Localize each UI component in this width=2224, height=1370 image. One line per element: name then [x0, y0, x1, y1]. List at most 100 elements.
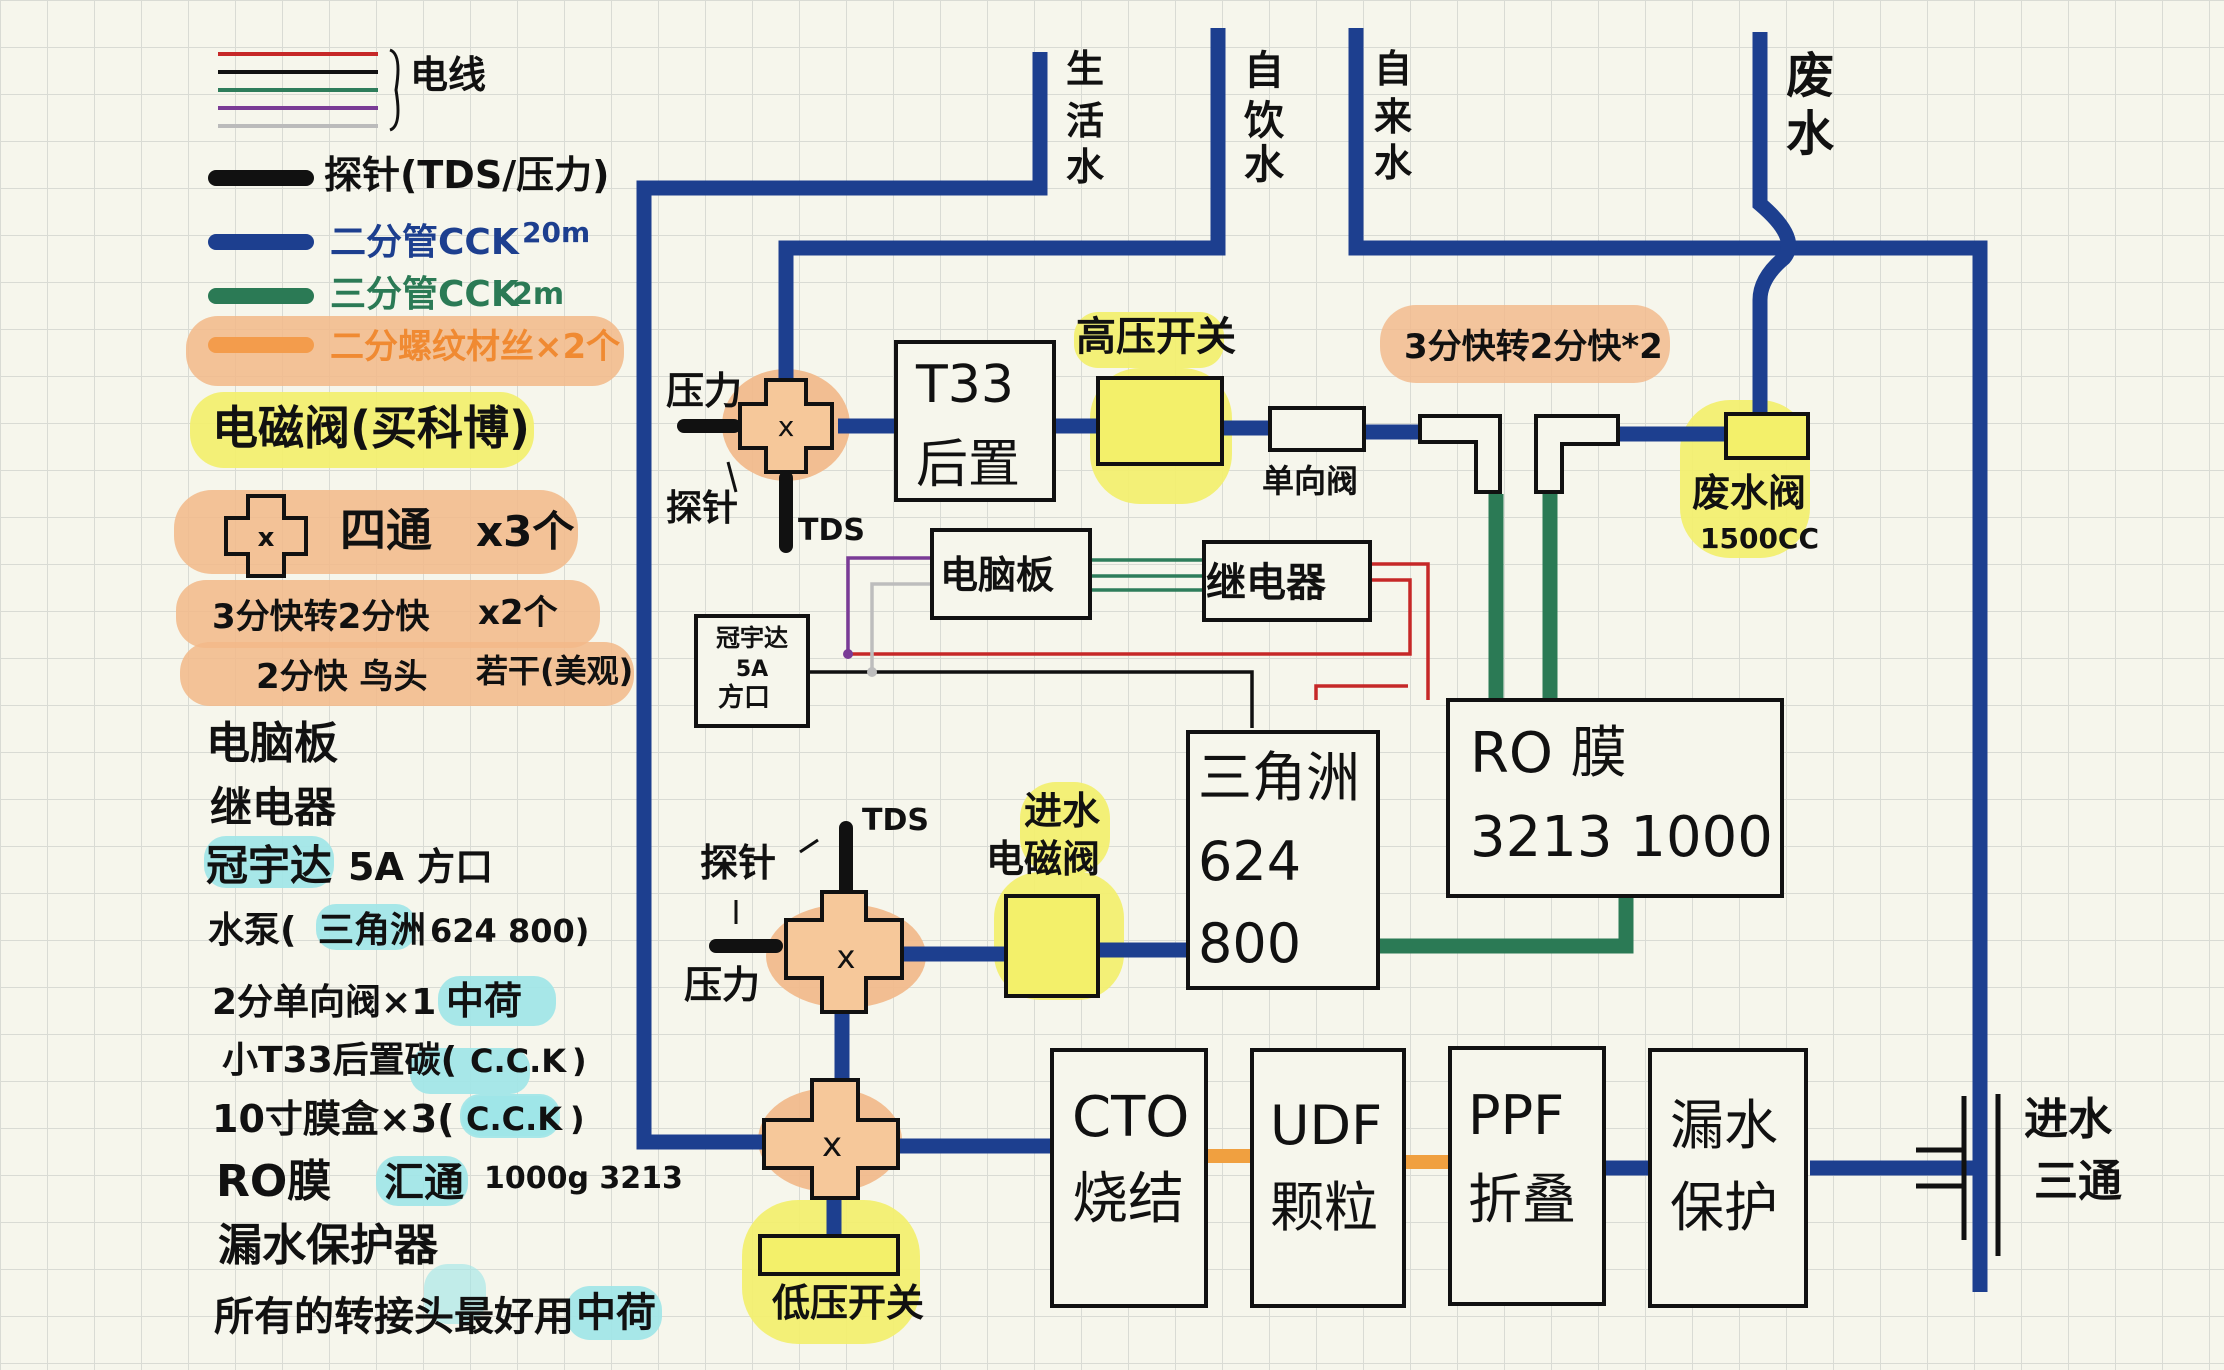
- high-pressure-switch-label: 高压开关: [1076, 314, 1236, 360]
- legend-cross-label: 四通: [340, 503, 432, 557]
- green-pipes: [1378, 494, 1634, 954]
- legend-pipe2-length: 20m: [522, 216, 590, 249]
- outlet-labels: 生 活 水 自 饮 水 自 来 水 废 水: [1066, 47, 1835, 189]
- inlet-tee-label-1: 进水: [2024, 1094, 2113, 1145]
- cto-filter-box: [1050, 1048, 1208, 1308]
- parts-power-brand: 冠宇达: [206, 841, 332, 890]
- legend-lines: x: [208, 48, 400, 578]
- power-supply-box: [694, 614, 810, 728]
- ppf-filter-box: [1448, 1046, 1606, 1306]
- parts-housing-b: ): [570, 1100, 585, 1138]
- parts-check-valve: 2分单向阀×1: [212, 982, 436, 1023]
- outlet-tap-3: 水: [1374, 141, 1413, 185]
- legend-quick-count: x2个: [478, 593, 558, 633]
- inlet-valve-label-1: 进水: [1024, 789, 1101, 833]
- ro-membrane-spec: 3213 1000: [1470, 805, 1773, 870]
- legend-solenoid-label: 电磁阀(买科博): [212, 401, 530, 455]
- inlet-solenoid-valve-box: [1004, 894, 1100, 998]
- parts-carbon-b: ): [572, 1042, 587, 1080]
- power-supply-brand: 冠宇达: [716, 624, 788, 652]
- parts-leak: 漏水保护器: [218, 1220, 439, 1271]
- cto-title: CTO: [1072, 1085, 1189, 1150]
- outlet-waste-2: 水: [1786, 106, 1835, 162]
- inlet-tee-label-2: 三通: [2034, 1156, 2122, 1207]
- cross-fitting-top: x: [738, 378, 834, 474]
- svg-text:x: x: [837, 938, 856, 976]
- parts-fittings: 所有的转接头最好用: [214, 1294, 574, 1340]
- legend-quick2-count: 若干(美观): [476, 652, 633, 690]
- leak-protector-title: 漏水: [1670, 1094, 1778, 1157]
- parts-check-brand: 中荷: [446, 979, 522, 1023]
- wires: [808, 556, 1430, 728]
- parts-housing-a: 10寸膜盒×3(: [212, 1097, 455, 1141]
- probe-label-middle: 探针: [700, 841, 776, 885]
- tds-label-top: TDS: [798, 513, 865, 548]
- svg-text:x: x: [778, 410, 795, 443]
- outlet-living-1: 生: [1066, 47, 1104, 91]
- parts-ro-brand: 汇通: [384, 1160, 464, 1206]
- parts-ro-a: RO膜: [216, 1156, 331, 1207]
- parts-relay: 继电器: [210, 783, 337, 832]
- legend-cross-count: x3个: [476, 507, 574, 556]
- parts-power-spec: 5A 方口: [348, 845, 493, 889]
- legend-thread-label: 二分螺纹材丝×2个: [330, 327, 620, 367]
- power-supply-amps: 5A: [736, 657, 768, 682]
- parts-pump-a: 水泵(: [208, 910, 296, 951]
- outlet-tap-1: 自: [1374, 47, 1412, 91]
- legend-cross-icon: x: [224, 494, 308, 578]
- pump-spec: 800: [1198, 912, 1301, 975]
- probes: [677, 419, 853, 953]
- power-supply-type: 方口: [718, 682, 770, 713]
- waste-valve-box: [1724, 412, 1810, 460]
- low-pressure-switch-box: [758, 1234, 900, 1276]
- check-valve-label: 单向阀: [1262, 462, 1358, 500]
- t33-carbon-box: [894, 340, 1056, 502]
- computer-board-label: 电脑板: [940, 553, 1054, 597]
- parts-pump-b: 624 800): [430, 912, 589, 950]
- cross-fitting-bottom: x: [762, 1078, 900, 1200]
- ppf-title: PPF: [1468, 1084, 1564, 1147]
- pump-box: [1186, 730, 1380, 990]
- computer-board-box: [930, 528, 1092, 620]
- outlet-living-3: 水: [1066, 145, 1105, 189]
- udf-title: UDF: [1270, 1094, 1382, 1157]
- inlet-tee: [1916, 1094, 2001, 1256]
- tds-label-middle: TDS: [862, 803, 929, 838]
- waste-valve-label: 废水阀: [1692, 471, 1806, 515]
- probe-label-top: 探针: [666, 488, 738, 529]
- outlet-drinking-2: 饮: [1244, 98, 1285, 144]
- outlet-drinking-3: 水: [1244, 142, 1285, 188]
- parts-pump-brand: 三角洲: [318, 910, 426, 951]
- ro-membrane-box: [1446, 698, 1784, 898]
- component-labels: T33 后置 高压开关 单向阀 3分快转2分快*2 废水阀 1500CC 电脑板…: [666, 314, 2122, 1325]
- ro-membrane-title: RO 膜: [1470, 721, 1627, 786]
- parts-board: 电脑板: [206, 718, 338, 769]
- parts-carbon-a: 小T33后置碳(: [222, 1040, 457, 1081]
- pressure-label-middle: 压力: [684, 963, 760, 1007]
- legend-probe-label: 探针(TDS/压力): [324, 153, 609, 197]
- relay-box: [1202, 540, 1372, 622]
- parts-carbon-brand: C.C.K: [470, 1042, 567, 1080]
- orange-connectors: [1206, 1149, 1452, 1169]
- outlet-tap-2: 来: [1374, 95, 1412, 139]
- pump-model: 624: [1198, 830, 1301, 893]
- low-pressure-switch-label: 低压开关: [772, 1281, 924, 1325]
- blue-pipes: [636, 28, 1988, 1292]
- parts-housing-brand: C.C.K: [466, 1100, 563, 1138]
- quick-connector-note: 3分快转2分快*2: [1404, 327, 1663, 367]
- legend-pipe3-length: 2m: [512, 277, 564, 312]
- legend-pipe3-label: 三分管CCK: [330, 274, 520, 315]
- legend-pipe2-label: 二分管CCK: [330, 222, 520, 263]
- high-pressure-switch-box: [1096, 376, 1224, 466]
- cross-fitting-middle: x: [784, 890, 904, 1014]
- pressure-label-top: 压力: [666, 369, 742, 413]
- pump-brand: 三角洲: [1198, 746, 1360, 809]
- cto-subtitle: 烧结: [1072, 1167, 1184, 1232]
- t33-title: T33: [915, 355, 1014, 415]
- inlet-valve-label-2: 电磁阀: [986, 837, 1100, 881]
- parts-ro-b: 1000g 3213: [484, 1161, 683, 1196]
- check-valve-box: [1268, 406, 1366, 452]
- leak-protector-box: [1648, 1048, 1808, 1308]
- legend-wires-label: 电线: [410, 53, 486, 97]
